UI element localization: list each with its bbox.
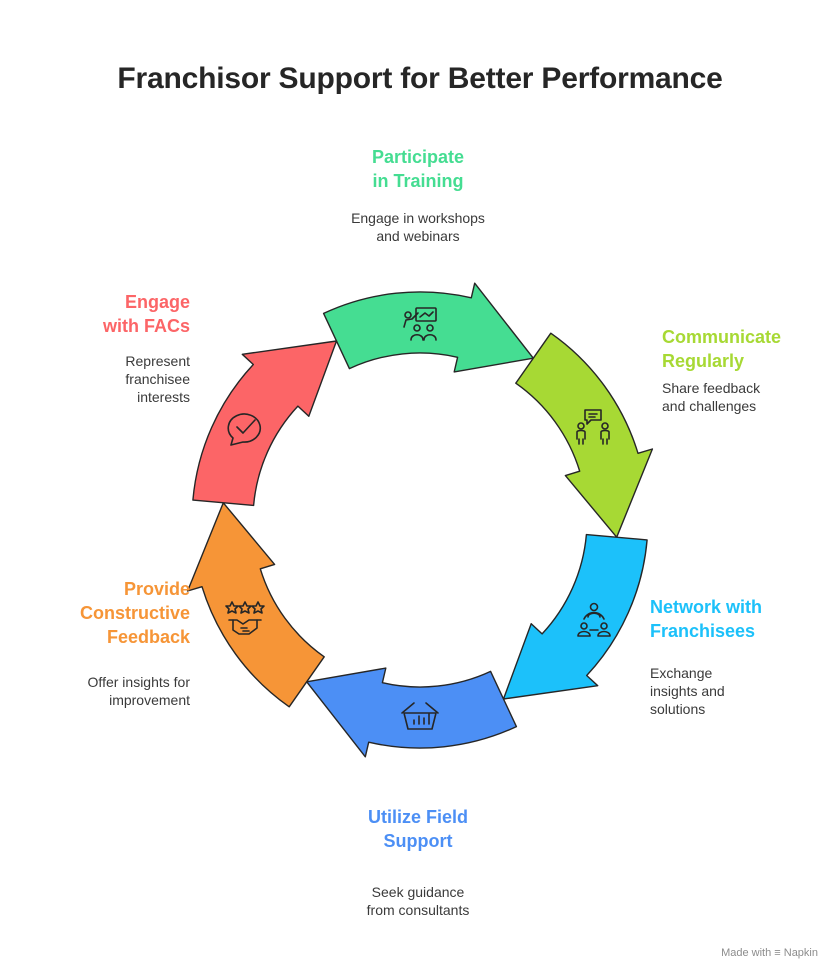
- napkin-logo-icon: ≡: [774, 947, 781, 959]
- step-desc-network: Exchange insights and solutions: [650, 665, 725, 717]
- cycle-segment-communicate: [515, 332, 654, 538]
- step-desc-feedback: Offer insights for improvement: [87, 674, 190, 708]
- network-people-icon: [577, 602, 611, 637]
- cycle-segment-engage: [192, 340, 338, 507]
- cycle-segment-network: [502, 533, 648, 700]
- step-label-training: Participate in Training: [371, 147, 465, 191]
- footer-text: Made with: [721, 947, 772, 959]
- step-label-engage: Engage with FACs: [102, 292, 190, 336]
- step-desc-field: Seek guidance from consultants: [366, 884, 470, 918]
- chart-basket-icon: [401, 702, 439, 730]
- training-presentation-icon: [403, 307, 437, 341]
- step-label-feedback: Provide Constructive Feedback: [79, 579, 190, 647]
- step-label-communicate: Communicate Regularly: [662, 327, 782, 371]
- cycle-segment-training: [322, 282, 534, 373]
- conversation-icon: [576, 409, 610, 445]
- footer-brand: Napkin: [783, 947, 818, 959]
- step-desc-training: Engage in workshops and webinars: [351, 210, 485, 244]
- footer-credit: Made with ≡ Napkin: [721, 947, 818, 959]
- step-label-field: Utilize Field Support: [367, 807, 468, 851]
- step-desc-communicate: Share feedback and challenges: [662, 380, 761, 414]
- page-title: Franchisor Support for Better Performanc…: [117, 62, 723, 95]
- step-label-network: Network with Franchisees: [650, 597, 763, 641]
- step-desc-engage: Represent franchisee interests: [125, 353, 190, 405]
- stars-handshake-icon: [225, 601, 265, 635]
- chat-check-icon: [227, 413, 262, 446]
